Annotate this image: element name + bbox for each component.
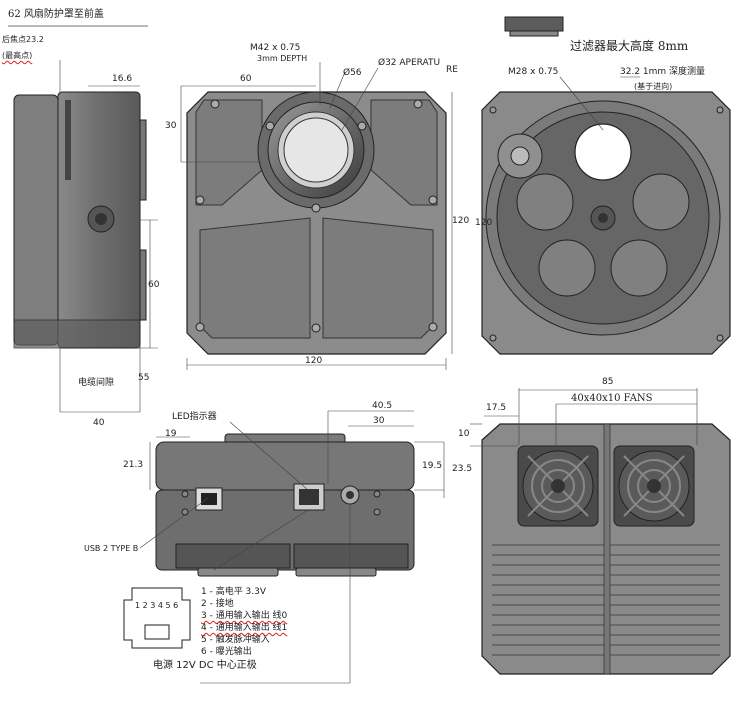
rj-connector [123, 587, 191, 649]
filter-height-note: 过滤器最大高度 8mm [570, 39, 689, 53]
fans-label: 40x40x10 FANS [571, 393, 653, 404]
rear-dim-19: 19 [165, 429, 177, 439]
fan-guard-label: 62 风扇防护罩至前盖 [8, 9, 104, 20]
back-focus-label: 后焦点23.2 [2, 35, 44, 44]
pin-4-label: 4 - 通用输入输出 线1 [201, 623, 288, 633]
rear-dim-23-5: 23.5 [452, 464, 473, 474]
side-dim-60: 60 [148, 280, 160, 290]
front-dim-60: 60 [240, 74, 252, 84]
m42-thread-label: M42 x 0.75 [250, 43, 301, 53]
depth-measure-note: (基于进向) [634, 82, 673, 91]
side-dim-16-6: 16.6 [112, 74, 133, 84]
pin-1-label: 1 - 高电平 3.3V [201, 587, 267, 597]
filter-dim-120: 120 [475, 218, 493, 228]
depth-measure-label: 32.2 1mm 深度测量 [620, 67, 706, 77]
thread-depth-label: 3mm DEPTH [257, 54, 308, 63]
power-label: 电源 12V DC 中心正极 [153, 660, 257, 671]
dia-56-label: Ø56 [343, 68, 362, 78]
fan-dim-85: 85 [602, 377, 614, 387]
fan-left [517, 445, 599, 527]
pin-5-label: 5 - 触发脉冲输入 [201, 635, 270, 645]
aperture-label: Ø32 APERATU [378, 58, 441, 68]
pin-3-label: 3 - 通用输入输出 线0 [201, 611, 288, 621]
camera-front-view [180, 62, 453, 370]
side-dim-40: 40 [93, 418, 105, 428]
back-focus-note: (最高点) [2, 51, 33, 60]
front-dim-120-width: 120 [305, 356, 323, 366]
rear-dim-40-5: 40.5 [372, 401, 393, 411]
filter-wheel-view [481, 76, 731, 355]
front-dim-120-height: 120 [452, 216, 470, 226]
led-indicator-label: LED指示器 [172, 412, 217, 422]
rear-dim-30: 30 [373, 416, 385, 426]
camera-side-view [13, 60, 158, 413]
front-dim-30: 30 [165, 121, 177, 131]
pin-6-label: 6 - 曝光输出 [201, 647, 252, 657]
fan-right [613, 445, 695, 527]
m28-thread-label: M28 x 0.75 [508, 67, 559, 77]
pin-2-label: 2 - 接地 [201, 599, 234, 609]
side-dim-55: 55 [138, 373, 150, 383]
aperture-label-tail: RE [446, 65, 458, 75]
cable-clearance-label: 电缆间隙 [78, 378, 115, 388]
rear-dim-21-3: 21.3 [123, 460, 144, 470]
camera-rear-view [139, 410, 445, 684]
pin-numbers: 1 2 3 4 5 6 [135, 601, 179, 610]
fan-dim-17-5: 17.5 [486, 403, 507, 413]
rear-dim-19-5: 19.5 [422, 461, 443, 471]
fan-rear-view [470, 388, 731, 675]
filter-slider-top [504, 16, 564, 37]
usb-type-b-label: USB 2 TYPE B [84, 544, 139, 553]
fan-dim-10: 10 [458, 429, 470, 439]
